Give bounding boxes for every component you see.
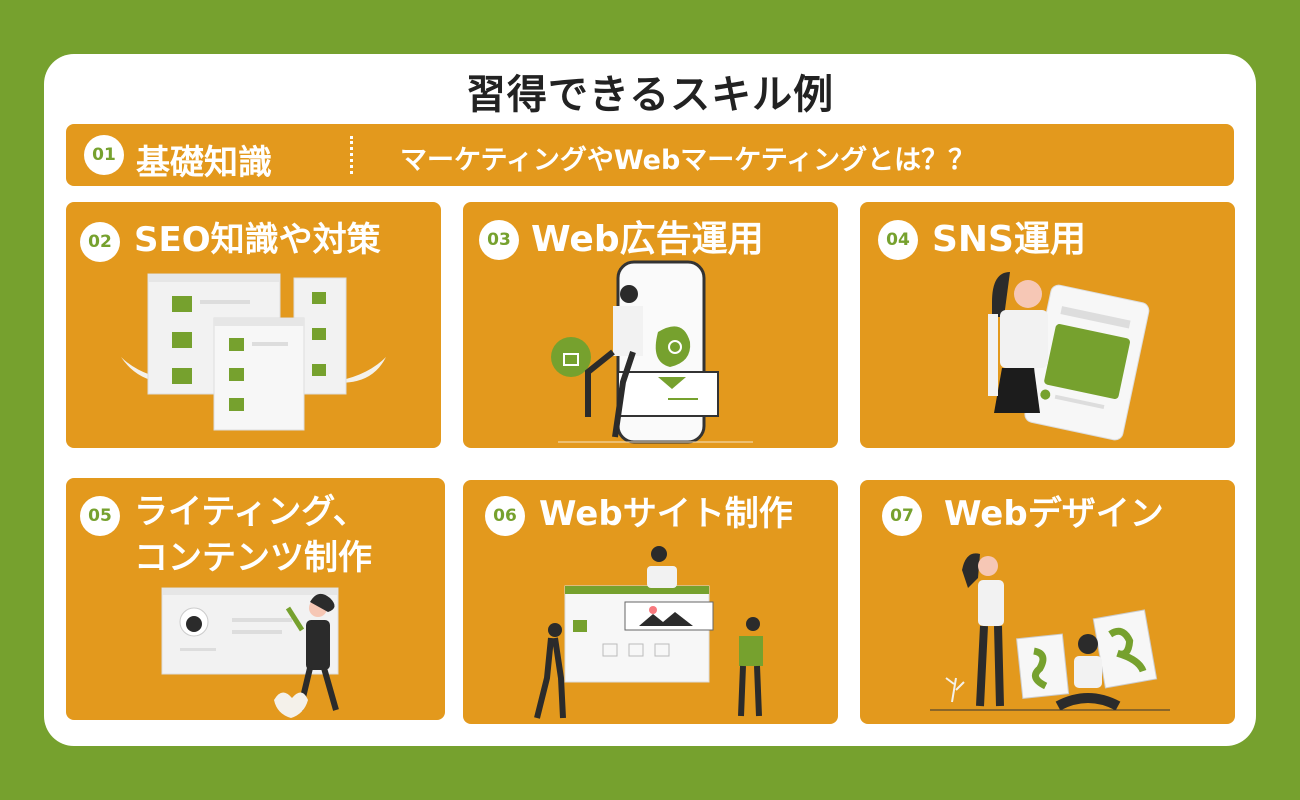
skill-title-03: Web広告運用 <box>531 219 764 260</box>
skill-card-03: 03 Web広告運用 <box>463 202 838 448</box>
website-build-illustration <box>534 546 763 719</box>
skill-number-05: 05 <box>80 496 120 536</box>
skill-card-04: 04 SNS運用 <box>860 202 1235 448</box>
skill-card-07: 07 Webデザイン <box>860 480 1235 724</box>
web-design-illustration <box>930 553 1170 711</box>
skill-card-05: 05 ライティング、 コンテンツ制作 <box>66 478 445 720</box>
skill-card-01 <box>66 124 1234 186</box>
separator <box>350 136 353 174</box>
skill-title-04: SNS運用 <box>932 219 1086 260</box>
skill-description-01: マーケティングやWebマーケティングとは？？ <box>400 145 976 176</box>
web-ads-illustration <box>551 260 753 444</box>
skill-title-06: Webサイト制作 <box>539 494 793 534</box>
skill-title-01: 基礎知識 <box>136 143 272 183</box>
page-title: 習得できるスキル例 <box>465 72 835 118</box>
skill-title-07: Webデザイン <box>944 494 1164 534</box>
skill-number-01: 01 <box>84 135 124 175</box>
skill-card-06: 06 Webサイト制作 <box>463 480 838 724</box>
skill-number-06: 06 <box>485 496 525 536</box>
skill-number-02: 02 <box>80 222 120 262</box>
writing-illustration <box>161 587 339 718</box>
skill-title-02: SEO知識や対策 <box>134 220 381 260</box>
skill-number-03: 03 <box>479 220 519 260</box>
skill-number-07: 07 <box>882 496 922 536</box>
skill-title-05-line2: コンテンツ制作 <box>134 538 372 578</box>
skill-number-04: 04 <box>878 220 918 260</box>
skill-card-02: 02 SEO知識や対策 <box>66 202 441 448</box>
seo-documents-illustration <box>121 273 386 431</box>
skill-title-05-line1: ライティング、 <box>134 492 367 532</box>
sns-illustration <box>988 272 1150 441</box>
